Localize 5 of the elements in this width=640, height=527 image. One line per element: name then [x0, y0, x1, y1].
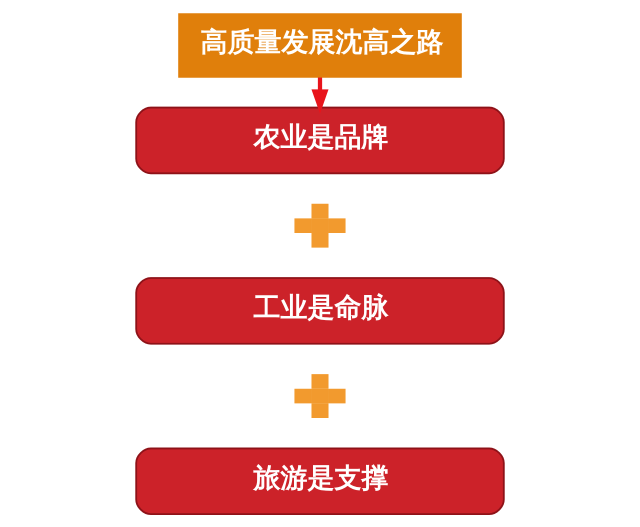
- node-box: 工业是命脉: [135, 276, 505, 344]
- arrow: [311, 77, 329, 114]
- node-box: 农业是品牌: [135, 106, 505, 174]
- node-box: 旅游是支撑: [135, 447, 505, 515]
- node-box: 高质量发展沈高之路: [178, 12, 462, 78]
